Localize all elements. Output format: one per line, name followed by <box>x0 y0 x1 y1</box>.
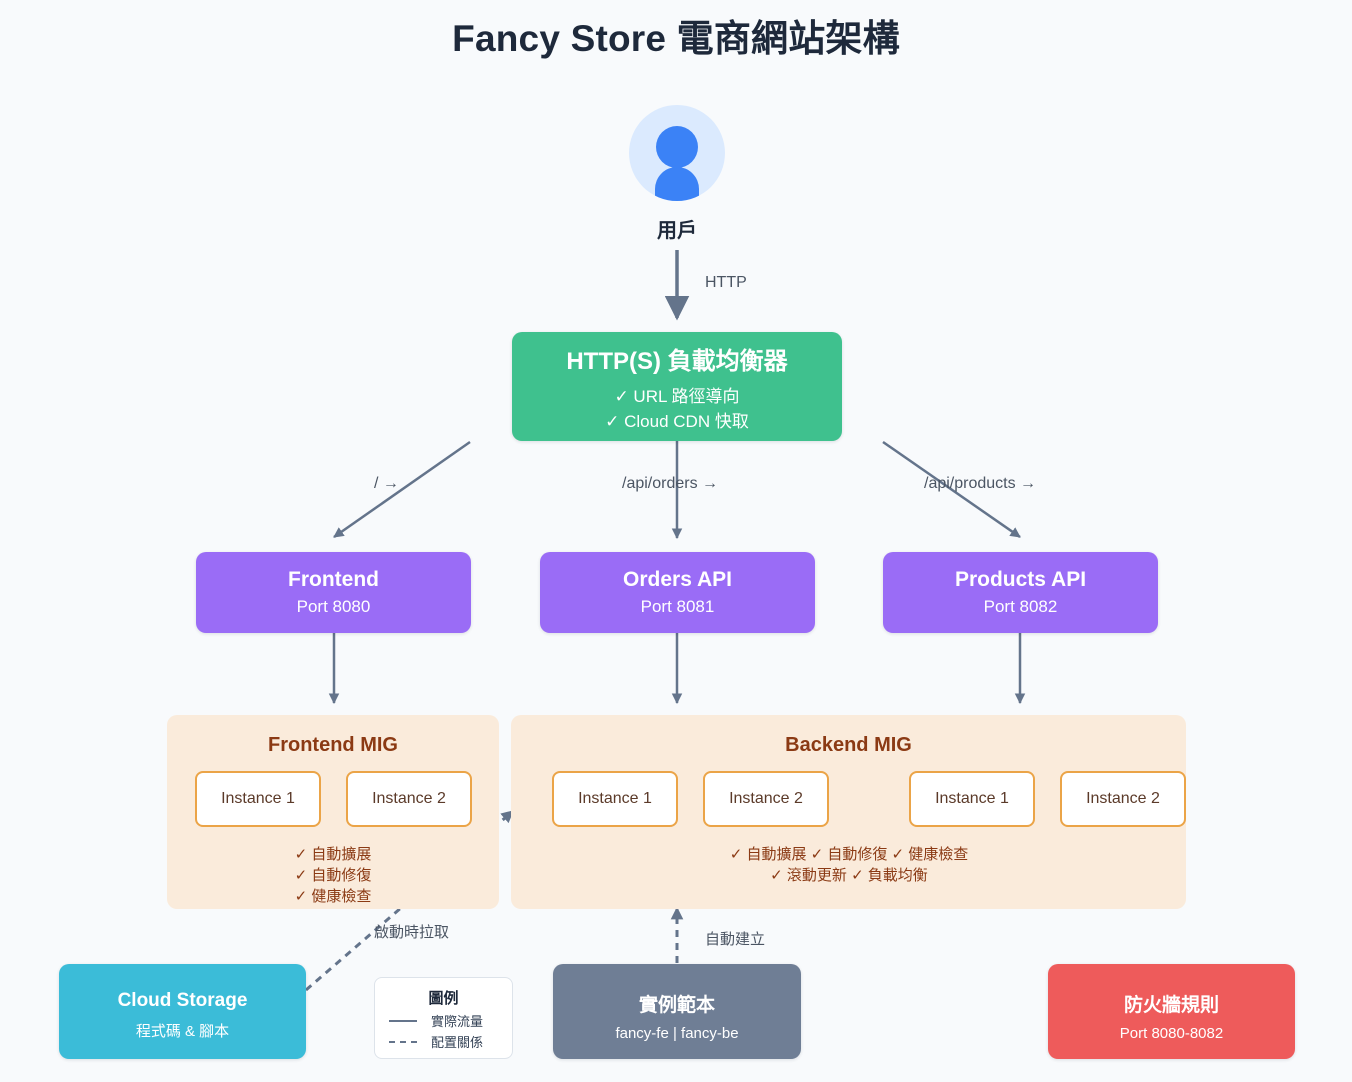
edge-label-orders-route: /api/orders → <box>622 475 719 492</box>
service-port: Port 8080 <box>296 597 371 616</box>
cloud-storage-node[interactable]: Cloud Storage 程式碼 & 腳本 <box>59 964 306 1059</box>
load-balancer-node[interactable]: HTTP(S) 負載均衡器 ✓ URL 路徑導向 ✓ Cloud CDN 快取 <box>512 332 842 441</box>
user-label: 用戶 <box>657 220 697 242</box>
legend-item-solid: 實際流量 <box>389 1011 483 1030</box>
frontend-instance-1[interactable]: Instance 1 <box>195 771 321 827</box>
backend-instance-products-2[interactable]: Instance 2 <box>1060 771 1186 827</box>
backend-instance-orders-1[interactable]: Instance 1 <box>552 771 678 827</box>
firewall-subtitle: Port 8080-8082 <box>1119 1024 1224 1042</box>
legend-item-label: 實際流量 <box>431 1014 484 1029</box>
backend-mig-feature: ✓ 自動擴展 ✓ 自動修復 ✓ 健康檢查 <box>729 846 969 863</box>
service-frontend[interactable]: Frontend Port 8080 <box>196 552 471 633</box>
cloud-storage-title: Cloud Storage <box>117 990 248 1011</box>
user-head-shape <box>656 126 698 168</box>
frontend-mig-features: ✓ 自動擴展 ✓ 自動修復 ✓ 健康檢查 <box>233 844 433 907</box>
cloud-storage-subtitle: 程式碼 & 腳本 <box>135 1023 230 1040</box>
service-port: Port 8082 <box>983 597 1058 616</box>
solid-line-icon <box>389 1019 417 1022</box>
legend-item-dashed: 配置關係 <box>389 1032 483 1051</box>
edge-label-auto-create: 自動建立 <box>705 931 766 948</box>
page-title: Fancy Store 電商網站架構 <box>452 18 900 59</box>
service-orders-api[interactable]: Orders API Port 8081 <box>540 552 815 633</box>
instance-template-node[interactable]: 實例範本 fancy-fe | fancy-be <box>553 964 801 1059</box>
frontend-mig-feature: ✓ 自動擴展 <box>294 846 372 863</box>
load-balancer-title: HTTP(S) 負載均衡器 <box>566 348 788 375</box>
user-body-shape <box>655 167 699 201</box>
load-balancer-feature: ✓ Cloud CDN 快取 <box>605 412 749 431</box>
backend-mig-feature: ✓ 滾動更新 ✓ 負載均衡 <box>770 867 928 884</box>
load-balancer-feature: ✓ URL 路徑導向 <box>614 387 740 406</box>
edge-label-pull-on-boot: 啟動時拉取 <box>374 924 450 941</box>
service-name: Frontend <box>288 568 379 591</box>
frontend-mig-title: Frontend MIG <box>268 734 398 756</box>
legend-item-label: 配置關係 <box>431 1035 484 1050</box>
service-port: Port 8081 <box>640 597 715 616</box>
backend-mig-features: ✓ 自動擴展 ✓ 自動修復 ✓ 健康檢查 ✓ 滾動更新 ✓ 負載均衡 <box>649 844 1049 886</box>
legend-title: 圖例 <box>428 990 459 1007</box>
instance-template-title: 實例範本 <box>638 994 715 1016</box>
service-name: Orders API <box>623 568 732 591</box>
instance-template-subtitle: fancy-fe | fancy-be <box>615 1024 739 1042</box>
frontend-mig-feature: ✓ 自動修復 <box>294 867 372 884</box>
frontend-instance-2[interactable]: Instance 2 <box>346 771 472 827</box>
edge-label-root-route: / → <box>374 475 399 492</box>
backend-instance-products-1[interactable]: Instance 1 <box>909 771 1035 827</box>
arrow-lb-to-frontend <box>333 440 471 539</box>
service-products-api[interactable]: Products API Port 8082 <box>883 552 1158 633</box>
backend-mig-title: Backend MIG <box>785 734 912 756</box>
firewall-title: 防火牆規則 <box>1123 994 1219 1016</box>
edge-label-products-route: /api/products → <box>924 475 1037 492</box>
firewall-node[interactable]: 防火牆規則 Port 8080-8082 <box>1048 964 1295 1059</box>
dashed-line-icon <box>389 1040 417 1043</box>
service-name: Products API <box>954 568 1087 591</box>
user-icon <box>629 105 725 201</box>
legend: 圖例 實際流量 配置關係 <box>374 977 513 1059</box>
arrow-lb-to-products <box>882 440 1021 539</box>
frontend-mig-feature: ✓ 健康檢查 <box>294 888 372 905</box>
edge-label-http: HTTP <box>705 274 747 291</box>
backend-instance-orders-2[interactable]: Instance 2 <box>703 771 829 827</box>
